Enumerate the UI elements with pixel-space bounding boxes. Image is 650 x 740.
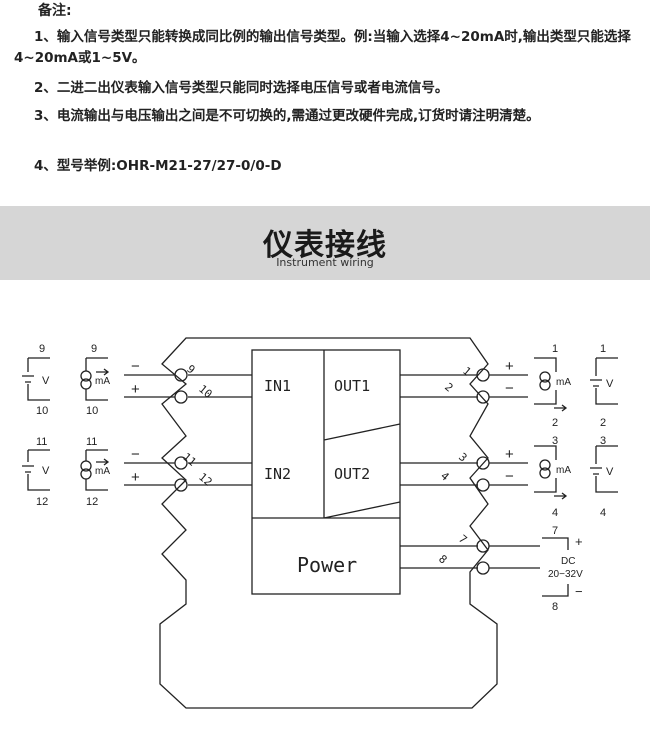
out2-minus-sign: − — [505, 468, 514, 485]
block-in2-label: IN2 — [264, 465, 291, 483]
banner-subtitle: Instrument wiring — [276, 256, 374, 269]
isrc2-bottom-terminal: 12 — [86, 496, 98, 508]
iload2-bottom-terminal: 4 — [552, 507, 558, 519]
note-item-3: 3、电流输出与电压输出之间是不可切换的,需通过更改硬件完成,订货时请注明清楚。 — [34, 108, 540, 124]
dc-top-terminal: 7 — [552, 525, 558, 537]
vsrc1-bottom-terminal: 10 — [36, 405, 48, 417]
wire-in2 — [188, 462, 252, 486]
vsrc2-unit: V — [42, 465, 50, 477]
wire-power — [400, 545, 478, 569]
isrc1-unit: mA — [95, 376, 110, 387]
notes-title: 备注: — [38, 3, 72, 19]
vsrc2-bottom-terminal: 12 — [36, 496, 48, 508]
iload1-top-terminal: 1 — [552, 343, 558, 355]
vsrc2-top-terminal: 11 — [36, 436, 47, 448]
out1-minus-sign: − — [505, 380, 514, 397]
terminal-1-label: 1 — [460, 364, 473, 378]
terminal-7-label: 7 — [456, 532, 469, 546]
vload1-unit: V — [606, 378, 614, 390]
block-out2-label: OUT2 — [334, 465, 370, 483]
terminal-11-label: 11 — [180, 450, 199, 468]
banner-title: 仪表接线 — [263, 228, 387, 263]
note-item-1: 1、输入信号类型只能转换成同比例的输出信号类型。例:当输入选择4~20mA时,输… — [14, 29, 631, 66]
in2-plus-sign: + — [131, 469, 140, 486]
wiring-diagram: IN1 IN2 OUT1 OUT2 Power 9 10 11 12 1 2 3… — [22, 337, 618, 709]
vload1-bottom-terminal: 2 — [600, 417, 606, 429]
input-voltage-source-2 — [22, 449, 50, 491]
vload2-bottom-terminal: 4 — [600, 507, 606, 519]
terminal-4-label: 4 — [438, 469, 452, 483]
output-current-load-2 — [534, 445, 568, 500]
vload1-top-terminal: 1 — [600, 343, 606, 355]
iload2-top-terminal: 3 — [552, 435, 558, 447]
isrc2-unit: mA — [95, 466, 110, 477]
out2-plus-sign: + — [505, 446, 514, 463]
terminal-8-label: 8 — [436, 552, 449, 566]
vsrc1-unit: V — [42, 375, 50, 387]
input-current-source-2 — [80, 449, 110, 491]
terminal-10-label: 10 — [196, 382, 215, 400]
dc-supply — [542, 537, 569, 597]
block-in1-label: IN1 — [264, 377, 291, 395]
isrc2-top-terminal: 11 — [86, 436, 97, 448]
instrument-housing — [159, 337, 498, 709]
dc-bottom-terminal: 8 — [552, 601, 558, 613]
dc-plus-sign: + — [575, 534, 583, 549]
wire-in1 — [188, 374, 252, 398]
output-current-load-1 — [534, 357, 568, 412]
dc-minus-sign: − — [575, 584, 583, 599]
iload2-unit: mA — [556, 465, 571, 476]
block-power-label: Power — [297, 553, 357, 577]
iload1-bottom-terminal: 2 — [552, 417, 558, 429]
terminal-12-label: 12 — [196, 470, 215, 488]
module-panel — [251, 349, 401, 595]
out1-plus-sign: + — [505, 358, 514, 375]
module-dividers — [252, 350, 401, 519]
wire-out2 — [400, 462, 478, 486]
output-voltage-load-1 — [590, 357, 618, 405]
dc-voltage-range: 20−32V — [548, 569, 583, 580]
vload2-top-terminal: 3 — [600, 435, 606, 447]
iload1-unit: mA — [556, 377, 571, 388]
isrc1-bottom-terminal: 10 — [86, 405, 98, 417]
note-item-2: 2、二进二出仪表输入信号类型只能同时选择电压信号或者电流信号。 — [34, 80, 449, 96]
note-item-4: 4、型号举例:OHR-M21-27/27-0/0-D — [34, 158, 282, 174]
section-banner: 仪表接线 Instrument wiring — [0, 206, 650, 280]
output-voltage-load-2 — [590, 445, 618, 493]
in1-plus-sign: + — [131, 381, 140, 398]
vsrc1-top-terminal: 9 — [39, 343, 45, 355]
input-current-source-1 — [80, 357, 110, 401]
input-voltage-source-1 — [22, 357, 50, 401]
vload2-unit: V — [606, 466, 614, 478]
block-out1-label: OUT1 — [334, 377, 370, 395]
in1-minus-sign: − — [131, 358, 140, 375]
wire-out1 — [400, 374, 478, 398]
terminal-2-label: 2 — [442, 380, 455, 394]
dc-label: DC — [561, 556, 575, 567]
in2-minus-sign: − — [131, 446, 140, 463]
isrc1-top-terminal: 9 — [91, 343, 97, 355]
